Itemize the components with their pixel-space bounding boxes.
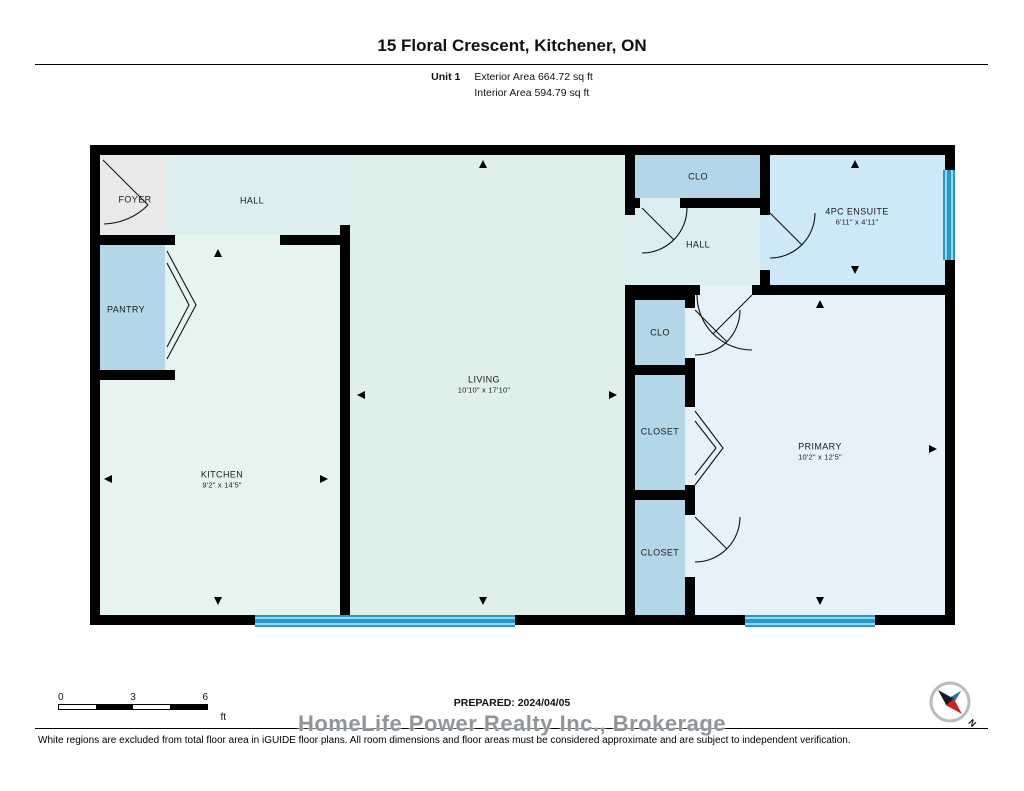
door-bifold-pantry-inner [166,262,190,348]
door-leaf-closet-top [641,207,675,241]
scale-segment [170,705,207,709]
room-label-kitchen: KITCHEN 9'2" x 14'5" [201,470,243,491]
door-leaf-primary [712,294,753,335]
room-pantry [100,245,165,370]
scale-segment [133,705,170,709]
opening-hall-living [340,155,350,225]
room-name: PRIMARY [798,441,842,452]
opening-hall-kitchen [175,235,280,245]
window-ensuite [943,170,955,260]
dimension-arrow-primary-up [816,300,824,308]
dimension-arrow-kitchen-right [320,475,328,483]
dimension-arrow-living-left [357,391,365,399]
scale-segment [59,705,96,709]
opening-ensuite [760,215,770,270]
door-leaf-foyer [102,159,149,206]
room-dims: 10'2" x 12'5" [798,452,842,462]
scale-bar: 0 3 6 ft [58,692,226,723]
room-ensuite [770,155,945,285]
opening-closet-small [685,308,695,358]
dimension-arrow-ensuite-up [851,160,859,168]
room-label-closet-mid: CLOSET [640,426,680,437]
door-bifold-closet-mid-inner [694,420,717,476]
room-closet-top [635,155,760,198]
room-label-closet-small: CLO [650,327,670,338]
scale-segment [96,705,133,709]
door-arc-closet-top [641,207,688,254]
door-symbols [102,159,816,563]
room-label-hall-top: HALL [239,195,265,206]
door-arc-closet-bottom [694,516,741,563]
room-closet-small [635,300,685,365]
dimension-arrow-kitchen-up [214,249,222,257]
opening-closet-bottom [685,515,695,577]
room-label-pantry: PANTRY [106,304,146,315]
scale-segments [58,704,208,710]
room-closet-mid [635,375,685,490]
unit-label: Unit 1 [431,71,461,83]
dimension-arrow-living-up [479,160,487,168]
interior-area: Interior Area 594.79 sq ft [474,87,590,99]
door-arc-primary [696,294,753,351]
door-bifold-pantry [166,250,197,360]
room-label-closet-bottom: CLOSET [640,547,680,558]
window-primary [745,615,875,627]
scale-tick-3: 3 [130,692,136,703]
dimension-arrow-ensuite-down [851,266,859,274]
dimension-arrow-kitchen-down [214,597,222,605]
room-closet-bottom [635,500,685,615]
scale-unit: ft [220,712,226,723]
door-leaf-closet-bottom [694,516,728,550]
door-leaf-ensuite [769,212,803,246]
opening-living-hall [625,215,635,285]
dimension-arrow-primary-right [929,445,937,453]
door-leaf-closet-small [694,309,728,343]
floorplan-canvas: FOYER HALL PANTRY KITCHEN 9'2" x 14'5" L… [90,145,955,627]
room-living [350,155,625,615]
room-dims: 6'11" x 4'11" [835,217,879,227]
compass-icon: N [928,680,978,729]
opening-closet-top [640,198,680,208]
room-name: LIVING [468,374,500,385]
header-divider [35,64,988,65]
room-dims: 10'10" x 17'10" [457,385,511,395]
door-arc-closet-small [694,309,741,356]
room-dims: 9'2" x 14'5" [202,480,242,490]
room-label-foyer: FOYER [118,194,152,205]
room-hall-top [165,155,340,235]
dimension-arrow-primary-down [816,597,824,605]
wall-pantry-bottom [100,370,175,380]
room-label-hall-right: HALL [685,239,711,250]
prepared-date: PREPARED: 2024/04/05 [453,697,571,709]
exterior-area: Exterior Area 664.72 sq ft [474,71,593,83]
scale-tick-0: 0 [58,692,64,703]
opening-closet-mid [685,407,695,485]
room-label-living: LIVING 10'10" x 17'10" [458,375,510,396]
opening-primary [700,285,752,295]
brokerage-watermark: HomeLife Power Realty Inc., Brokerage [297,711,727,736]
unit-areas: Exterior Area 664.72 sq ft Interior Area… [474,71,592,99]
dimension-arrow-living-down [479,597,487,605]
door-arc-ensuite [769,212,816,259]
room-name: KITCHEN [200,469,244,480]
dimension-arrow-living-right [609,391,617,399]
page-title: 15 Floral Crescent, Kitchener, ON [377,36,647,55]
room-label-primary: PRIMARY 10'2" x 12'5" [798,442,842,463]
scale-tick-labels: 0 3 6 [58,692,208,703]
unit-info: Unit 1 Exterior Area 664.72 sq ft Interi… [0,71,1024,99]
room-label-closet-top: CLO [688,171,708,182]
door-arc-foyer [103,204,149,225]
room-name: 4PC ENSUITE [825,206,889,217]
compass-rose-icon [929,681,971,723]
room-label-ensuite: 4PC ENSUITE 6'11" x 4'11" [825,207,888,228]
scale-tick-6: 6 [202,692,208,703]
room-hall-right [635,208,760,285]
footer-divider [35,728,988,729]
disclaimer-text: White regions are excluded from total fl… [38,735,851,746]
door-bifold-closet-mid [694,410,724,486]
window-living [255,615,515,627]
dimension-arrow-kitchen-left [104,475,112,483]
